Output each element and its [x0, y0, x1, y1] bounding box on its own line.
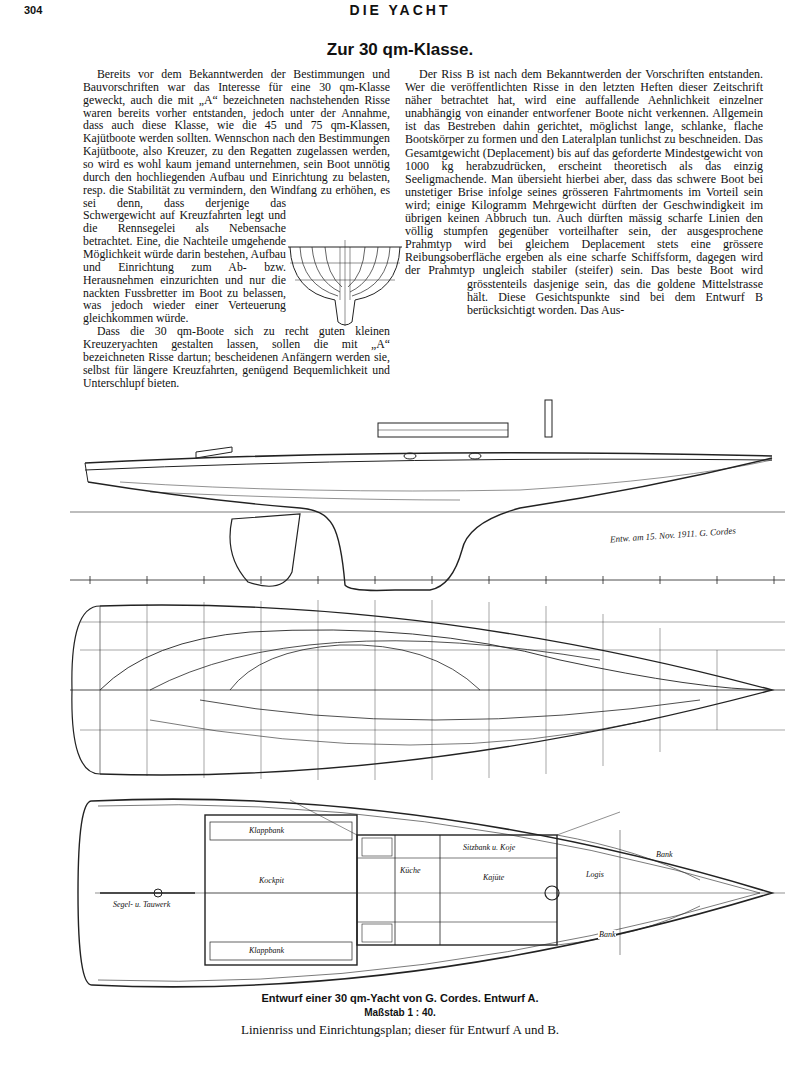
room-label: Segel- u. Tauwerk — [112, 900, 171, 909]
room-label: Küche — [399, 866, 421, 875]
room-label: Bank — [598, 930, 616, 939]
body-paragraph: Bereits vor dem Bekanntwerden der Bestim… — [83, 68, 390, 325]
caption-note: Linienriss und Einrichtungsplan; dieser … — [241, 1022, 559, 1038]
text-column: Der Riss B ist nach dem Bekanntwerden de… — [405, 68, 763, 362]
room-label: Klappbank — [248, 946, 285, 955]
room-label: Klappbank — [248, 826, 285, 835]
body-paragraph: Der Riss B ist nach dem Bekanntwerden de… — [405, 68, 763, 317]
text-column: Bereits vor dem Bekanntwerden der Bestim… — [83, 68, 390, 389]
figure-caption: Entwurf einer 30 qm-Yacht von G. Cordes.… — [261, 992, 538, 1004]
page-title: Zur 30 qm-Klasse. — [327, 40, 473, 60]
scale-note: Maßstab 1 : 40. — [364, 1007, 436, 1018]
room-label: Kockpit — [258, 876, 285, 885]
room-label: Sitzbank u. Koje — [462, 843, 516, 852]
running-header: DIE YACHT — [350, 2, 451, 18]
body-section — [288, 240, 402, 326]
sheer-plan — [70, 400, 785, 590]
room-label: Kajüte — [482, 873, 505, 882]
wrap-spacer — [405, 290, 467, 362]
body-paragraph: Dass die 30 qm-Boote sich zu recht guten… — [83, 325, 390, 389]
room-label: Logis — [585, 870, 605, 879]
signature: Entw. am 15. Nov. 1911. G. Cordes — [610, 526, 736, 545]
wrap-spacer — [286, 208, 390, 324]
half-breadth-plan — [70, 600, 785, 780]
page-number: 304 — [24, 4, 42, 16]
room-label: Bank — [655, 850, 673, 859]
accommodation-plan — [78, 799, 785, 987]
